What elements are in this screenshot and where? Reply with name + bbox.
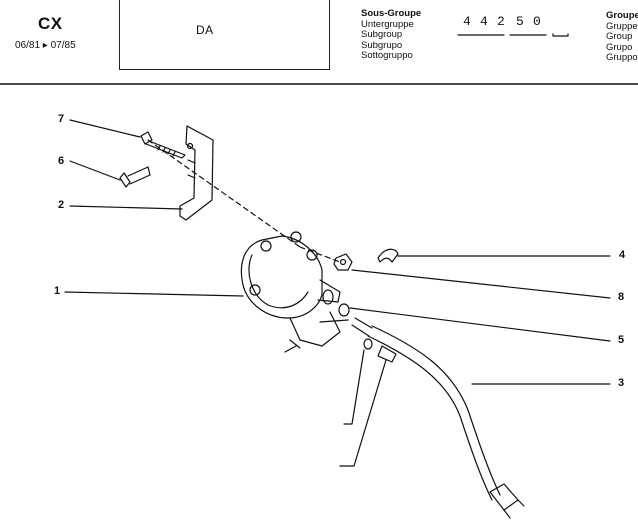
group-label-fr: Groupe	[606, 10, 638, 21]
hose-fitting	[351, 317, 373, 337]
callout-3: 3	[618, 377, 625, 389]
page-title: DA	[196, 23, 214, 37]
pump-bolt-hole	[260, 240, 272, 252]
callout-7: 7	[58, 113, 65, 125]
callout-8: 8	[618, 291, 625, 303]
bolt-6-head	[119, 172, 131, 188]
bracket-hole	[186, 142, 194, 150]
assembly-line	[147, 139, 341, 263]
leader-unlabeled-b	[339, 359, 387, 467]
pump-bolt-hole	[249, 284, 261, 296]
subgroup-label-de: Untergruppe	[361, 18, 414, 30]
nut-8-hole	[339, 258, 347, 266]
bracket-slots	[187, 159, 196, 179]
subgroup-label-es: Subgrupo	[361, 39, 403, 51]
callout-1: 1	[54, 285, 61, 297]
bracket	[179, 125, 214, 221]
hose-end-fitting	[489, 483, 519, 511]
leader-6	[69, 160, 121, 181]
subgroup-label-it: Sottogruppo	[361, 50, 413, 61]
callout-5: 5	[618, 334, 625, 346]
pump-outlet-port	[322, 289, 334, 305]
pump-outlet	[317, 279, 341, 303]
clip-4	[377, 248, 399, 263]
pump-housing	[240, 235, 323, 319]
date-range: 06/81 ▸ 07/85	[15, 40, 76, 51]
leader-unlabeled-a	[343, 349, 365, 425]
hose-outer	[371, 325, 501, 496]
callout-2: 2	[58, 199, 65, 211]
group-label-en: Group	[606, 31, 633, 42]
group-label-de: Gruppe	[606, 20, 638, 32]
subgroup-code-digit: 0	[533, 14, 541, 29]
group-label-es: Grupo	[606, 41, 633, 53]
pump-bolt-hole	[290, 231, 302, 243]
subgroup-code-digit: 4	[480, 14, 488, 29]
bolt-7-head	[140, 131, 153, 145]
nut-8	[333, 253, 353, 271]
group-labels: Groupe Gruppe Group Grupo Gruppo	[606, 10, 638, 64]
leader-7	[69, 119, 141, 138]
hose-end-thread	[503, 499, 525, 519]
bolt-6-shank	[127, 166, 151, 185]
leader-8	[351, 269, 611, 299]
bolt-7-shank	[145, 140, 186, 159]
hose-inner	[367, 335, 493, 501]
pump-base	[289, 311, 341, 347]
subgroup-label-fr: Sous-Groupe	[361, 8, 422, 19]
pump-pipe-stub	[319, 319, 349, 323]
leader-5	[349, 307, 611, 342]
subgroup-labels: Sous-Groupe Untergruppe Subgroup Subgrup…	[361, 8, 422, 62]
title-box	[119, 0, 330, 70]
subgroup-code-digit: 5	[516, 14, 524, 29]
pump-bolt-hole	[306, 249, 318, 261]
washer	[363, 338, 373, 350]
subgroup-code-digit: 4	[463, 14, 471, 29]
seal-5	[338, 303, 350, 317]
pump-base-stud	[284, 339, 301, 353]
group-label-it: Gruppo	[606, 52, 638, 63]
leader-2	[69, 205, 183, 210]
subgroup-label-en: Subgroup	[361, 29, 403, 40]
callout-6: 6	[58, 155, 65, 167]
model-code: CX	[38, 14, 63, 33]
code-underline	[457, 33, 569, 37]
leader-1	[64, 291, 244, 297]
subgroup-code-digit: 2	[497, 14, 505, 29]
callout-4: 4	[619, 249, 626, 261]
banjo-bolt	[377, 345, 397, 363]
pump-flange-inner	[248, 254, 309, 309]
